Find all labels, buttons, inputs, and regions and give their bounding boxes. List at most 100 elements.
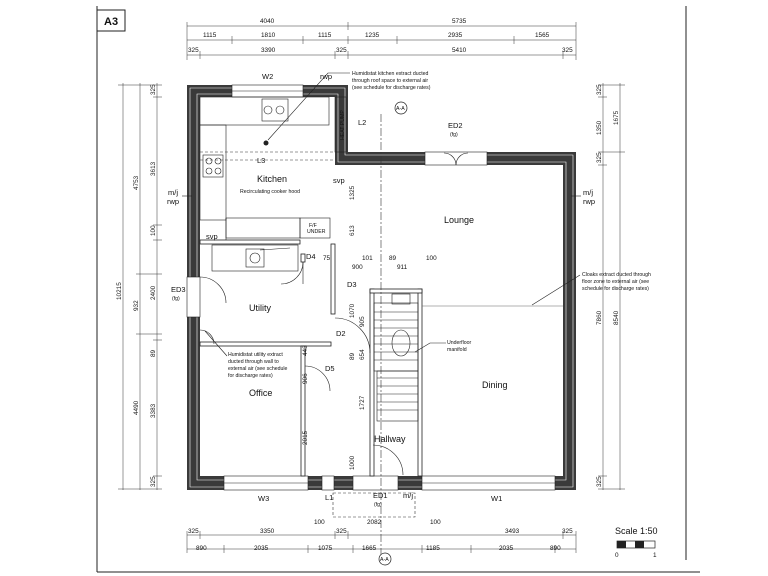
kitchen-sink	[261, 98, 289, 122]
dim-in-1727: 1727	[359, 395, 366, 410]
dim-bottom-1185: 1185	[426, 545, 440, 552]
kitchen-hob	[202, 154, 224, 178]
dim-in-906: 906	[302, 373, 309, 384]
dim-right-7860: 7860	[596, 310, 603, 325]
note-utility-extract-4: for discharge rates)	[228, 373, 273, 379]
label-ed1-sub: (fg)	[374, 502, 382, 508]
label-ed1: ED1	[373, 491, 388, 500]
dim-right-325b: 325	[596, 152, 603, 163]
dim-top-1115b: 1115	[318, 32, 332, 39]
dim-left-325b: 325	[150, 476, 157, 487]
internal-dimensions: 1325 613 75 101 89 900 911 100 1070 905 …	[302, 185, 441, 526]
dim-bottom-325c: 325	[562, 528, 573, 535]
label-l3: L3	[257, 156, 265, 165]
dim-in-2015: 2015	[302, 430, 309, 445]
dim-right-325c: 325	[596, 476, 603, 487]
note-cloaks-extract-1: Cloaks extract ducted through	[582, 272, 651, 278]
dim-bottom-325b: 325	[336, 528, 347, 535]
note-cooker-hood: Recirculating cooker hood	[240, 189, 300, 195]
sheet-size-label: A3	[104, 16, 118, 28]
dim-bottom-325a: 325	[188, 528, 199, 535]
dim-top-3390: 3390	[261, 47, 276, 54]
room-labels: Kitchen Lounge Utility Office Dining Hal…	[249, 174, 508, 444]
dim-bottom-3350: 3350	[260, 528, 275, 535]
opening-labels: W2 W3 W1 L1 L2 L3 ED1 (fg) ED2 (fg) ED3 …	[167, 72, 595, 508]
utility-worktop	[211, 244, 299, 272]
dim-top-325a: 325	[188, 47, 199, 54]
dim-bottom-2035a: 2035	[254, 545, 269, 552]
dim-bottom-890b: 890	[550, 545, 561, 552]
label-d4: D4	[306, 252, 316, 261]
dim-left-3383: 3383	[150, 403, 157, 418]
utility-sink	[245, 248, 265, 268]
wc-pan	[391, 329, 411, 357]
note-utility-extract-3: external air (see schedule	[228, 366, 288, 372]
label-rwp-left: rwp	[167, 197, 179, 206]
label-ed3: ED3	[171, 285, 186, 294]
cloaks-basin	[391, 293, 411, 305]
dim-top-5410: 5410	[452, 47, 467, 54]
room-dining: Dining	[482, 380, 508, 390]
leader-lines	[182, 72, 581, 357]
door-ed1-opening	[352, 475, 399, 491]
dim-top-2935: 2935	[448, 32, 463, 39]
label-d2: D2	[336, 329, 346, 338]
label-d3: D3	[347, 280, 357, 289]
label-l2: L2	[358, 118, 366, 127]
heat-pump	[334, 96, 347, 153]
dim-in-1000: 1000	[349, 455, 356, 470]
section-top-label: A-A	[396, 106, 405, 112]
dim-top-1810: 1810	[261, 32, 276, 39]
section-marker-top	[394, 101, 408, 115]
room-hallway: Hallway	[374, 434, 406, 444]
section-line-a-a: A-A A-A	[378, 101, 408, 566]
dim-right-8540: 8540	[613, 310, 620, 325]
section-marker-bottom	[378, 552, 392, 566]
scale-end: 1	[653, 552, 657, 559]
dim-top-4040: 4040	[260, 18, 275, 25]
label-ed2-sub: (fg)	[450, 132, 458, 138]
dim-top-325b: 325	[336, 47, 347, 54]
dim-in-443: 443	[302, 345, 309, 356]
dim-in-613: 613	[349, 225, 356, 236]
internal-walls	[199, 239, 563, 477]
dim-bottom-2035b: 2035	[499, 545, 514, 552]
label-ed2: ED2	[448, 121, 463, 130]
dim-left-4753: 4753	[133, 175, 140, 190]
dim-right-1675: 1675	[613, 110, 620, 125]
note-underfloor-1: Underfloor	[447, 340, 471, 346]
dim-in-89b: 89	[349, 352, 356, 360]
dim-in-2082: 2082	[367, 519, 382, 526]
dim-in-1325: 1325	[349, 185, 356, 200]
label-mj-left: m/j	[168, 188, 178, 197]
stair-flight	[373, 302, 419, 372]
dim-right-1350: 1350	[596, 120, 603, 135]
dim-left-3613: 3613	[150, 161, 157, 176]
room-utility: Utility	[249, 303, 271, 313]
left-dimensions: 10215 4753 932 4490 325 3613 100 2400 89…	[116, 83, 162, 490]
dim-in-100c: 100	[430, 519, 441, 526]
dim-left-325a: 325	[150, 84, 157, 95]
note-kitchen-extract-2: through roof space to external air	[352, 78, 428, 84]
dim-top-1235: 1235	[365, 32, 380, 39]
label-mj-right: m/j	[583, 188, 593, 197]
dim-right-325a: 325	[596, 84, 603, 95]
dim-left-4490: 4490	[133, 400, 140, 415]
dim-bottom-1075: 1075	[318, 545, 333, 552]
room-lounge: Lounge	[444, 215, 474, 225]
external-walls	[187, 85, 576, 490]
dim-in-75: 75	[323, 255, 331, 262]
kitchen-fittings	[199, 96, 347, 285]
note-utility-extract-2: ducted through wall to	[228, 359, 279, 365]
label-d5: D5	[325, 364, 335, 373]
dim-bottom-890a: 890	[196, 545, 207, 552]
label-w1: W1	[491, 494, 502, 503]
annotations: Humidistat kitchen extract ducted throug…	[228, 71, 651, 379]
dim-in-911: 911	[397, 264, 408, 271]
windows	[186, 84, 556, 491]
dim-left-10215: 10215	[116, 282, 123, 300]
dim-in-100b: 100	[314, 519, 325, 526]
dim-in-654: 654	[359, 349, 366, 360]
dim-in-1070: 1070	[349, 303, 356, 318]
